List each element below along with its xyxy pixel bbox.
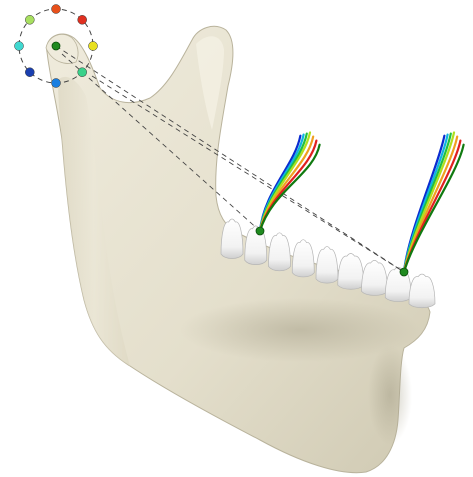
trajectory-curve	[260, 145, 320, 231]
tooth	[292, 240, 314, 277]
molar-trajectory-fan	[404, 133, 464, 273]
tooth	[409, 274, 435, 308]
condyle-marker-point	[25, 15, 34, 24]
trajectory-curve	[260, 141, 316, 231]
condyle-marker-point	[25, 68, 34, 77]
trajectory-curve	[404, 145, 464, 272]
condyle-center-point	[52, 42, 60, 50]
condyle-marker-point	[78, 68, 87, 77]
tooth	[316, 247, 338, 284]
condyle-marker-point	[52, 79, 61, 88]
incisor-anchor-point	[256, 227, 264, 235]
condyle-marker-point	[89, 42, 98, 51]
condyle-marker-point	[15, 42, 24, 51]
molar-anchor-point	[400, 268, 408, 276]
tooth	[269, 233, 291, 271]
condyle-marker-point	[52, 5, 61, 14]
condyle-marker-point	[78, 15, 87, 24]
tooth	[338, 253, 364, 289]
chin-shadow	[368, 345, 412, 445]
incisor-trajectory-fan	[260, 133, 320, 232]
tooth	[362, 260, 388, 295]
